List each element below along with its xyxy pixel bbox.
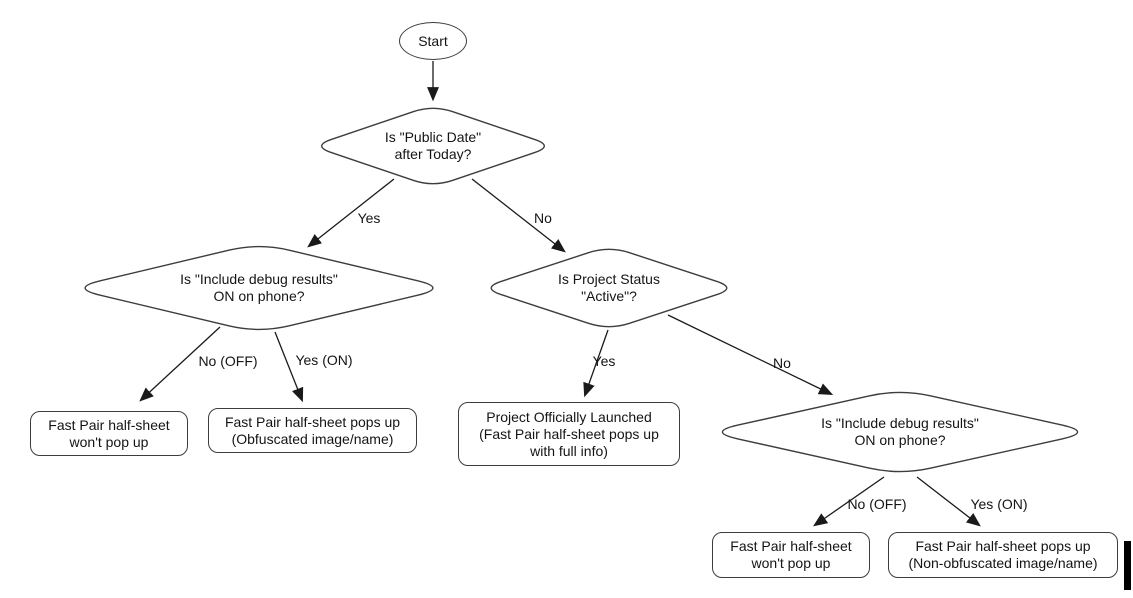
edge-label-public-date-no: No [534, 210, 552, 226]
decision-debug-right-label: Is "Include debug results" ON on phone? [821, 415, 979, 448]
result-non-obfuscated: Fast Pair half-sheet pops up (Non-obfusc… [888, 532, 1118, 578]
result-launched: Project Officially Launched (Fast Pair h… [458, 402, 680, 466]
edge-label-debug-left-yes-on: Yes (ON) [295, 352, 353, 368]
decision-public-date-shape [321, 107, 545, 185]
edge-public-date-no [471, 178, 566, 253]
start-label: Start [418, 33, 448, 49]
edge-label-debug-right-no-off: No (OFF) [847, 496, 907, 512]
decision-debug-left-label: Is "Include debug results" ON on phone? [180, 271, 338, 304]
result-obfuscated: Fast Pair half-sheet pops up (Obfuscated… [208, 408, 417, 453]
edge-label-public-date-yes: Yes [357, 210, 381, 226]
edge-public-date-yes [307, 178, 395, 248]
decision-project-status-shape [490, 248, 728, 328]
edge-label-project-status-yes: Yes [592, 353, 616, 369]
result-wont-popup-right: Fast Pair half-sheet won't pop up [712, 532, 870, 578]
text-cursor-artifact [1124, 541, 1131, 590]
edge-debug-right-yes-on [916, 476, 981, 527]
result-wont-popup-left: Fast Pair half-sheet won't pop up [30, 411, 188, 456]
decision-debug-right-shape [721, 391, 1079, 473]
decision-project-status-label: Is Project Status "Active"? [558, 271, 660, 304]
edge-debug-left-yes-on [274, 331, 304, 403]
edge-label-project-status-no: No [773, 355, 791, 371]
edge-project-status-yes [583, 329, 609, 398]
decision-debug-left-shape [84, 245, 434, 331]
edge-label-debug-left-no-off: No (OFF) [198, 353, 258, 369]
edge-debug-left-no-off [139, 326, 221, 402]
edge-project-status-no [667, 314, 834, 396]
edge-debug-right-no-off [813, 476, 885, 527]
start-node: Start [399, 22, 467, 60]
edge-label-debug-right-yes-on: Yes (ON) [970, 496, 1028, 512]
decision-public-date-label: Is "Public Date" after Today? [384, 129, 482, 162]
